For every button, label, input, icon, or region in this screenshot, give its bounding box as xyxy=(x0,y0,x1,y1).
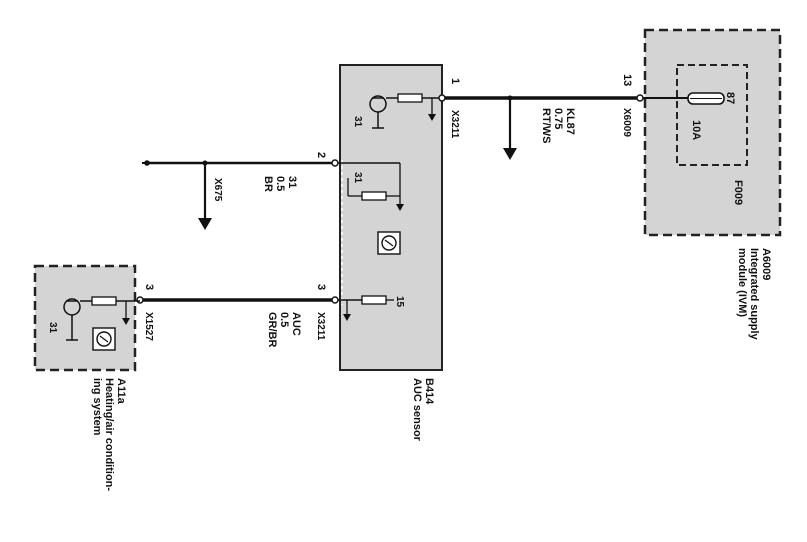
auc-sensor-box xyxy=(339,64,443,371)
signal-wire-color: GR/BR xyxy=(266,312,278,348)
auc-sensor-code: B414 xyxy=(423,378,435,405)
heating-connector: X1527 xyxy=(143,312,154,341)
signal-wire-gauge: 0.5 xyxy=(278,312,290,327)
ivm-fuse-id: F009 xyxy=(732,180,744,205)
supply-continuation-arrow xyxy=(503,148,517,160)
ivm-name-line1: Integrated supply xyxy=(748,248,760,341)
ivm-fuse-pin: 87 xyxy=(724,92,736,104)
auc-sensor-name: AUC sensor xyxy=(411,378,423,442)
ivm-fuse-rating: 10A xyxy=(690,120,702,140)
ivm-connector: X6009 xyxy=(621,108,632,137)
auc-terminal-15: 15 xyxy=(394,296,405,308)
auc-connector-bottom: X3211 xyxy=(315,312,326,341)
auc-connector-top: X3211 xyxy=(449,110,460,139)
supply-wire-gauge: 0.75 xyxy=(552,108,564,129)
ivm-pin: 13 xyxy=(621,74,633,86)
heating-name-line2: ing system xyxy=(91,378,103,436)
heating-name-line1: Heating/air condition- xyxy=(103,378,115,491)
auc-pin-top: 1 xyxy=(449,78,461,84)
supply-wire-label: KL87 xyxy=(564,108,576,135)
signal-wire-label: AUC xyxy=(290,312,302,336)
supply-wire-color: RT/WS xyxy=(540,108,552,143)
fuse-icon xyxy=(640,92,725,105)
heating-transistor-icon xyxy=(63,296,140,341)
heating-code: A11a xyxy=(115,378,127,405)
ground-wire-gauge: 0.5 xyxy=(274,176,286,191)
ground-wire-color: BR xyxy=(262,176,274,192)
ivm-name-line2: module (IVM) xyxy=(736,248,748,317)
heating-pin: 3 xyxy=(143,284,155,290)
auc-pin-bottom: 3 xyxy=(315,284,327,290)
ivm-module-box xyxy=(643,28,782,237)
auc-ground-mid: 31 xyxy=(352,172,363,184)
ground-wire-connector: X675 xyxy=(212,178,223,202)
ivm-fuse-box xyxy=(676,64,748,166)
auc-sensor-resistor-icon xyxy=(335,162,404,211)
auc-sensor-terminal-icon xyxy=(335,295,394,321)
ivm-code: A6009 xyxy=(760,248,772,280)
auc-pin-mid: 2 xyxy=(315,152,327,158)
heating-sensor-icon xyxy=(92,327,116,351)
auc-sensor-transistor-icon xyxy=(369,93,442,129)
heating-module-box xyxy=(33,264,137,372)
auc-ground-top: 31 xyxy=(352,116,363,128)
ground-continuation-arrow xyxy=(198,218,212,230)
ground-wire-label: 31 xyxy=(286,176,298,188)
heating-ground: 31 xyxy=(47,322,58,334)
sensor-icon xyxy=(377,231,401,255)
